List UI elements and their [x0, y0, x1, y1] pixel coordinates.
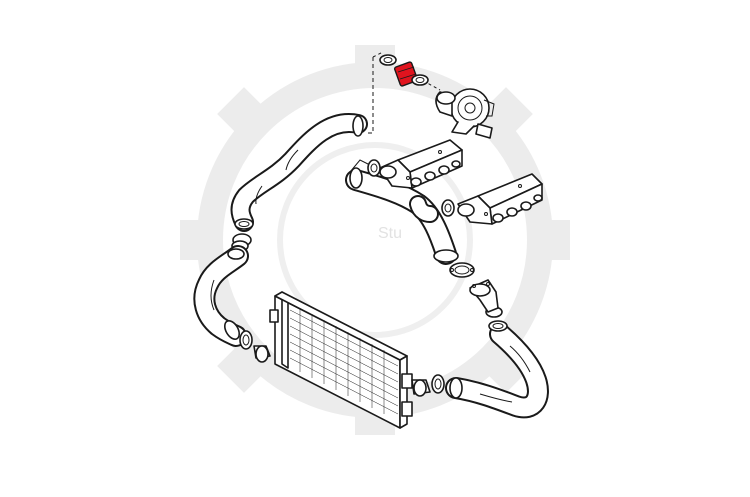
right-long-hose — [445, 323, 549, 419]
leader-line — [368, 57, 374, 134]
intercooler-inlet-pipe — [253, 345, 271, 363]
throttle-flange — [469, 279, 499, 313]
hose-clamp-c — [431, 374, 445, 394]
intercooler-outlet-pipe — [411, 379, 431, 397]
upper-clamp — [379, 54, 397, 66]
intake-manifold-upper — [379, 139, 463, 189]
turbocharger — [435, 88, 495, 139]
intake-manifold-lower — [457, 173, 543, 225]
hose-clamp-d — [488, 320, 508, 332]
intake-y-pipe — [345, 159, 459, 265]
watermark-text: Stu — [378, 225, 402, 242]
flange-gasket — [449, 262, 475, 278]
intercooler — [269, 291, 413, 429]
manifold-gasket-lower — [441, 199, 455, 217]
hose-clamp-b — [239, 330, 253, 350]
left-long-hose — [193, 245, 249, 347]
lower-clamp — [411, 74, 429, 86]
upper-left-hose — [230, 113, 368, 232]
manifold-gasket-upper — [367, 159, 381, 177]
hose-clamp-a — [234, 218, 254, 230]
